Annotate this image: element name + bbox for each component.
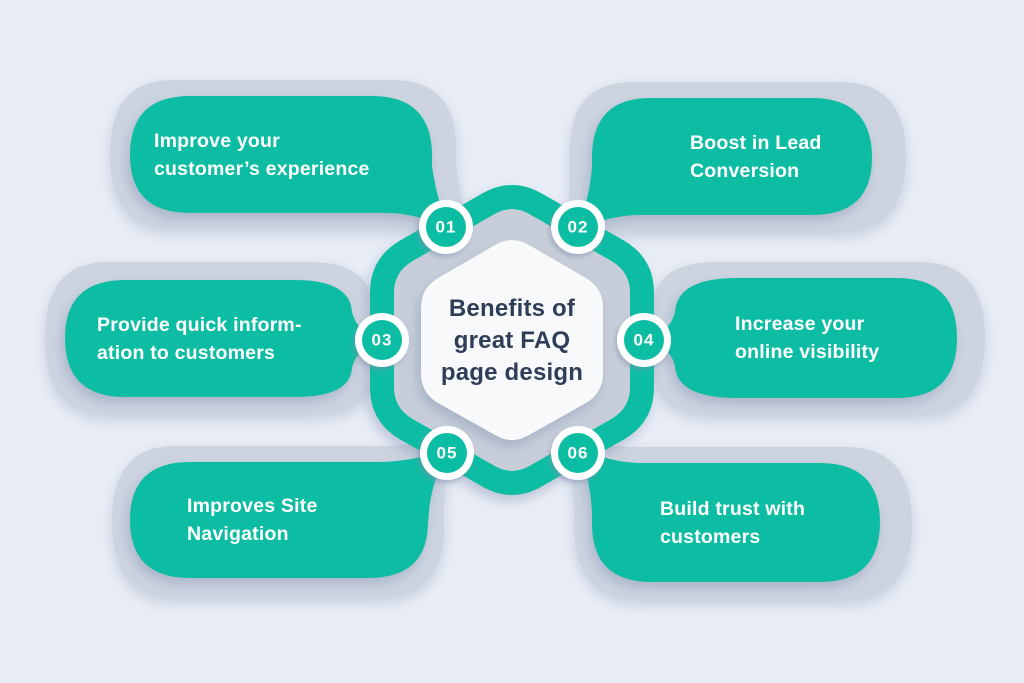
step-number-01: 01 (435, 217, 457, 237)
step-circles (355, 200, 671, 480)
pill-label-02-line2: Conversion (690, 159, 800, 182)
pill-label-03-line1: Provide quick inform- (97, 313, 302, 336)
pill-label-03-line2: ation to customers (97, 341, 276, 364)
pill-label-05-line1: Improves Site (187, 495, 318, 517)
center-title-line3: page design (440, 359, 584, 386)
step-circle-inner (624, 320, 664, 360)
pill-03 (65, 280, 376, 397)
step-number-05: 05 (436, 443, 458, 463)
pill-layer (65, 96, 957, 582)
pill-01 (130, 96, 453, 230)
pill-label-06-line2: customers (660, 525, 761, 548)
center-title-line2: great FAQ (453, 327, 571, 354)
step-circle-inner (426, 207, 466, 247)
pill-02 (573, 98, 872, 232)
pill-05 (130, 446, 452, 578)
pill-label-02: Boost in Lead Conversion (592, 98, 872, 215)
pill-label-01: Improve your customer’s experience (130, 96, 432, 213)
pill-label-04: Increase your online visibility (677, 278, 957, 398)
pill-label-05: Improves Site Navigation (130, 462, 428, 578)
step-circle-01 (419, 200, 473, 254)
step-circle-inner (362, 320, 402, 360)
pill-label-04-line2: online visibility (735, 341, 880, 363)
step-circle-06 (551, 426, 605, 480)
pill-label-06-line1: Build trust with (660, 497, 806, 520)
pill-label-01-line1: Improve your (154, 129, 280, 152)
step-circle-05 (420, 426, 474, 480)
step-number-04: 04 (633, 330, 655, 350)
step-number-02: 02 (567, 217, 589, 237)
step-circle-inner (558, 207, 598, 247)
step-number-06: 06 (567, 443, 589, 463)
step-circle-02 (551, 200, 605, 254)
pill-label-02-line1: Boost in Lead (690, 131, 822, 154)
step-circle-04 (617, 313, 671, 367)
center-title-line1: Benefits of (448, 295, 576, 322)
pill-06 (576, 446, 880, 582)
pill-04 (650, 278, 957, 398)
step-circle-inner (427, 433, 467, 473)
hexagon-center (421, 240, 603, 440)
pill-label-05-line2: Navigation (187, 523, 289, 545)
step-number-03: 03 (371, 330, 393, 350)
step-circle-03 (355, 313, 409, 367)
pill-label-04-line1: Increase your (735, 313, 865, 335)
pill-label-06: Build trust with customers (592, 463, 880, 582)
step-circle-inner (558, 433, 598, 473)
pill-label-03: Provide quick inform- ation to customers (65, 280, 352, 397)
pill-label-01-line2: customer’s experience (154, 157, 370, 180)
center-title: Benefits of great FAQ page design (402, 293, 622, 389)
